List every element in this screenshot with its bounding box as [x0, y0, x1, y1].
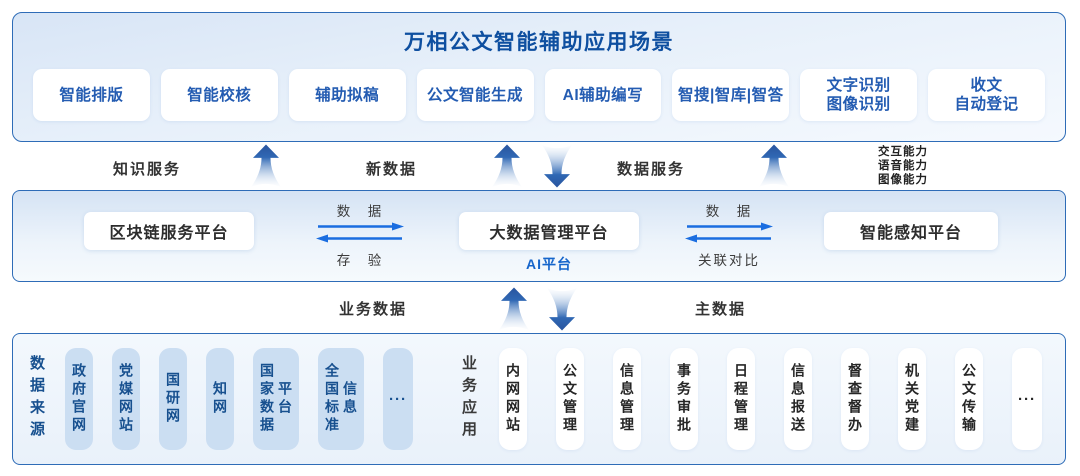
data-source-pill-national-standards: 全国标准信息 — [318, 348, 364, 450]
scenario-card-assisted-drafting: 辅助拟稿 — [288, 69, 406, 121]
application-scenarios-panel: 万相公文智能辅助应用场景 智能排版 智能校核 辅助拟稿 公文智能生成 AI辅助编… — [12, 12, 1066, 142]
scenario-card-ai-writing: AI辅助编写 — [544, 69, 662, 121]
pill-label: 内网网站 — [505, 363, 521, 435]
scenario-label: 辅助拟稿 — [315, 86, 380, 104]
pill-label: 事务审批 — [676, 363, 692, 435]
bigdata-platform-box: 大数据管理平台 — [459, 212, 639, 250]
pill-label: 政府官网 — [71, 363, 87, 435]
data-source-pill-gov-site: 政府官网 — [65, 348, 93, 450]
up-arrow-icon — [497, 287, 531, 331]
scenario-label-line2: 自动登记 — [954, 96, 1019, 113]
data-source-pill-cnki: 知网 — [206, 348, 234, 450]
scenario-label: 公文智能生成 — [427, 86, 524, 104]
data-exchange-left: 数 据 存 验 — [304, 200, 416, 268]
down-arrow-icon — [540, 144, 574, 188]
up-arrow-icon — [757, 144, 791, 188]
business-app-pill-doc-transmission: 公文传输 — [955, 348, 983, 450]
scenario-list: 智能排版 智能校核 辅助拟稿 公文智能生成 AI辅助编写 智搜|智库|智答 文字… — [33, 69, 1045, 121]
scenario-label: 收文 — [970, 77, 1003, 94]
pill-label: 督查督办 — [847, 363, 863, 435]
right-arrow-icon — [685, 222, 773, 231]
data-sources-header: 数据来源 — [28, 355, 45, 443]
data-source-pill-party-media: 党媒网站 — [112, 348, 140, 450]
lower-flow-row: 业务数据 主数据 — [0, 282, 1080, 333]
master-data-label: 主数据 — [695, 301, 747, 318]
scenario-card-ocr: 文字识别图像识别 — [800, 69, 918, 121]
pill-label: 公文传输 — [961, 363, 977, 435]
pill-label: 国家数据 — [259, 363, 275, 435]
scenario-card-smart-typesetting: 智能排版 — [33, 69, 150, 121]
scenario-label-line2: 图像识别 — [826, 96, 891, 113]
new-data-label: 新数据 — [366, 161, 418, 178]
image-capability-label: 图像能力 — [878, 174, 928, 186]
interaction-capability-label: 交互能力 — [878, 146, 928, 158]
ellipsis-label: ··· — [389, 390, 407, 408]
right-arrow-icon — [316, 222, 404, 231]
blockchain-platform-box: 区块链服务平台 — [84, 212, 254, 250]
pill-label-col2: 平台 — [277, 381, 293, 417]
capability-labels: 交互能力 语音能力 图像能力 — [878, 145, 928, 187]
pill-label-col2: 信息 — [342, 381, 358, 417]
platform-layer-panel: 区块链服务平台 数 据 存 验 大数据管理平台 AI平台 数 据 关联对比 智能… — [12, 190, 1066, 282]
scenario-card-smart-proofread: 智能校核 — [160, 69, 278, 121]
pill-label: 党媒网站 — [118, 363, 134, 435]
knowledge-service-label: 知识服务 — [113, 161, 182, 178]
scenario-label: AI辅助编写 — [562, 86, 644, 104]
store-verify-label: 存 验 — [336, 253, 384, 268]
pill-label: 国研网 — [165, 372, 181, 426]
data-service-label: 数据服务 — [617, 161, 686, 178]
voice-capability-label: 语音能力 — [878, 160, 928, 172]
left-arrow-icon — [685, 234, 773, 243]
left-arrow-icon — [316, 234, 404, 243]
down-arrow-icon — [545, 287, 579, 331]
perception-platform-box: 智能感知平台 — [824, 212, 998, 250]
business-app-pill-intranet-site: 内网网站 — [499, 348, 527, 450]
business-app-pill-affairs-approval: 事务审批 — [670, 348, 698, 450]
business-apps-header: 业务应用 — [460, 355, 477, 443]
scenario-label: 智能排版 — [59, 86, 124, 104]
up-arrow-icon — [490, 144, 524, 188]
scenario-label: 文字识别 — [826, 77, 891, 94]
business-app-pill-schedule-management: 日程管理 — [727, 348, 755, 450]
business-app-pill-supervision: 督查督办 — [841, 348, 869, 450]
pill-label: 机关党建 — [904, 363, 920, 435]
data-exchange-right: 数 据 关联对比 — [673, 200, 785, 268]
ellipsis-label: ··· — [1018, 390, 1036, 408]
pill-label: 信息管理 — [619, 363, 635, 435]
data-label: 数 据 — [705, 204, 753, 219]
pill-label: 日程管理 — [733, 363, 749, 435]
correlation-compare-label: 关联对比 — [698, 253, 760, 268]
scenario-label: 智能校核 — [187, 86, 252, 104]
up-arrow-icon — [249, 144, 283, 188]
data-source-pill-more: ··· — [383, 348, 413, 450]
business-app-pill-party-building: 机关党建 — [898, 348, 926, 450]
data-source-pill-national-data-platform: 国家数据平台 — [253, 348, 299, 450]
pill-label: 公文管理 — [562, 363, 578, 435]
scenario-card-doc-generation: 公文智能生成 — [416, 69, 534, 121]
scenario-card-auto-registration: 收文自动登记 — [928, 69, 1045, 121]
business-app-pill-info-reporting: 信息报送 — [784, 348, 812, 450]
data-layer-content: 数据来源 政府官网 党媒网站 国研网 知网 国家数据平台 全国标准 — [13, 334, 1065, 464]
panel-title: 万相公文智能辅助应用场景 — [404, 31, 674, 54]
data-source-list: 政府官网 党媒网站 国研网 知网 国家数据平台 全国标准信息 · — [65, 348, 413, 450]
pill-label: 全国标准 — [324, 363, 340, 435]
business-app-pill-doc-management: 公文管理 — [556, 348, 584, 450]
business-data-label: 业务数据 — [339, 301, 408, 318]
ai-platform-label: AI平台 — [526, 256, 572, 272]
business-app-pill-info-management: 信息管理 — [613, 348, 641, 450]
pill-label: 知网 — [212, 381, 228, 417]
scenario-label: 智搜|智库|智答 — [677, 86, 784, 104]
business-app-list: 内网网站 公文管理 信息管理 事务审批 日程管理 信息报送 督查 — [499, 348, 1042, 450]
business-app-pill-more: ··· — [1012, 348, 1042, 450]
scenario-card-smart-search: 智搜|智库|智答 — [672, 69, 790, 121]
data-layer-panel: 数据来源 政府官网 党媒网站 国研网 知网 国家数据平台 全国标准 — [12, 333, 1066, 465]
upper-flow-row: 知识服务 新数据 数据服务 交互能力 语音能力 图像能力 — [0, 142, 1080, 190]
pill-label: 信息报送 — [790, 363, 806, 435]
data-label: 数 据 — [336, 204, 384, 219]
data-source-pill-guoyan-net: 国研网 — [159, 348, 187, 450]
